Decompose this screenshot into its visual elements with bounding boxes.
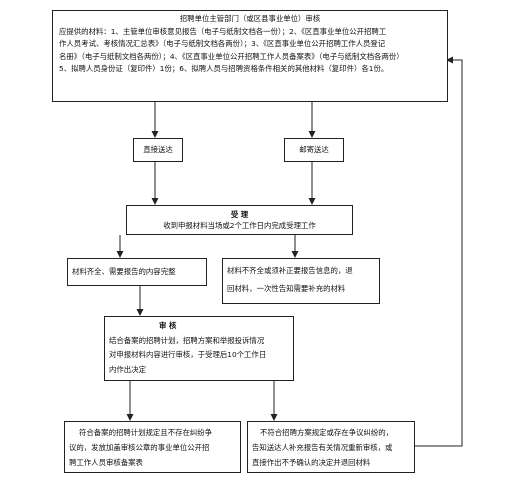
accept-title: 受 理 — [230, 210, 249, 219]
rejected-outcome-box: 不符合招聘方案规定或存在争议纠纷的， 告知送达人补充报告有关情况重新审核，或 直… — [247, 421, 415, 473]
accept-text: 收到申报材料当场或2个工作日内完成受理工作 — [163, 221, 316, 230]
rejected-line-1: 不符合招聘方案规定或存在争议纠纷的， — [260, 428, 394, 437]
review-line-3: 内作出决定 — [109, 364, 146, 374]
approved-line-1: 符合备案的招聘计划规定且不存在纠纷争 — [79, 428, 213, 437]
incomplete-materials-box: 材料不齐全或须补正要报告信息的，退 回材料，一次性告知需要补充的材料 — [222, 258, 380, 304]
materials-line-3: 名册》（电子与纸制文档各两份）；4、《区直事业单位公开招聘工作人员备案表》（电子… — [59, 51, 404, 61]
mail-delivery-box: 邮寄送达 — [284, 138, 344, 162]
review-title: 审 核 — [159, 321, 177, 330]
complete-materials-text: 材料齐全、需要报告的内容完整 — [72, 267, 176, 276]
feedback-loop-line — [415, 56, 463, 447]
materials-line-4: 5、拟聘人员身份证（复印件）1份；6、拟聘人员与招聘资格条件相关的其他材料（复印… — [59, 64, 389, 73]
incomplete-line-1: 材料不齐全或须补正要报告信息的，退 — [227, 266, 353, 275]
approved-line-3: 聘工作人员审核备案表 — [69, 458, 143, 467]
approved-outcome-box: 符合备案的招聘计划规定且不存在纠纷争 议的，发放加盖审核公章的事业单位公开招 聘… — [64, 421, 241, 473]
rejected-line-2: 告知送达人补充报告有关情况重新审核，或 — [252, 443, 393, 452]
rejected-line-3: 直接作出不予确认的决定并退回材料 — [252, 458, 371, 467]
submission-materials-box: 招聘单位主管部门（或区县事业单位）审核 应提供的材料：1、主管单位审核意见报告（… — [52, 10, 448, 102]
review-box: 审 核 结合备案的招聘计划，招聘方案和举报投诉情况 对申报材料内容进行审核，于受… — [104, 316, 294, 381]
approved-line-2: 议的，发放加盖审核公章的事业单位公开招 — [69, 443, 210, 452]
direct-delivery-label: 直接送达 — [143, 145, 173, 154]
review-line-1: 结合备案的招聘计划，招聘方案和举报投诉情况 — [109, 335, 265, 345]
materials-line-2: 作人员考试、考核情况汇总表》（电子与纸制文档各两份）；3、《区直事业单位公开招聘… — [59, 39, 386, 48]
review-line-2: 对申报材料内容进行审核，于受理后10个工作日 — [109, 350, 267, 359]
incomplete-line-2: 回材料，一次性告知需要补充的材料 — [227, 284, 346, 293]
complete-materials-box: 材料齐全、需要报告的内容完整 — [67, 258, 207, 286]
direct-delivery-box: 直接送达 — [133, 138, 183, 162]
mail-delivery-label: 邮寄送达 — [299, 145, 329, 154]
submission-title: 招聘单位主管部门（或区县事业单位）审核 — [179, 14, 321, 23]
accept-box: 受 理 收到申报材料当场或2个工作日内完成受理工作 — [126, 205, 353, 235]
materials-line-1: 应提供的材料：1、主管单位审核意见报告（电子与纸制文档各一份）；2、《区直事业单… — [59, 26, 387, 36]
